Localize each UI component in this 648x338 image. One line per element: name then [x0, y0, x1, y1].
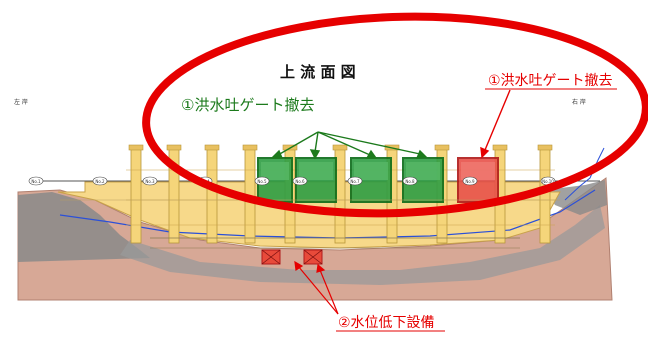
pier-mark-label: No.8: [405, 179, 415, 184]
pier-cap: [166, 144, 182, 151]
gate-panel: [406, 162, 440, 180]
pier: [206, 147, 218, 244]
grey-foundation-left: [18, 192, 150, 262]
red-arrow: [480, 89, 511, 159]
pier-mark: [292, 176, 308, 186]
pier-mark-label: No.3: [145, 179, 155, 184]
pier-cap: [332, 144, 348, 151]
gate-panel: [299, 162, 333, 180]
gates: [257, 157, 499, 203]
grey-foundation-bottom: [120, 205, 605, 285]
pier-mark: [28, 176, 44, 186]
water-level-lowering-label: ②水位低下設備: [338, 315, 435, 331]
highlight-ellipse: [142, 12, 648, 218]
left-bank-mark: 左 岸: [14, 98, 28, 106]
pier-mark: [402, 176, 418, 186]
pier-mark: [254, 176, 270, 186]
water-level-lowering-boxes: [261, 249, 323, 265]
gate-panel: [354, 162, 388, 180]
pier-cap: [128, 144, 144, 151]
lowering-arrows: [294, 260, 339, 315]
pier-mark: [92, 176, 108, 186]
pier: [130, 147, 142, 244]
pier-mark-label: No.5: [257, 179, 267, 184]
pier-cap: [434, 144, 450, 151]
drawing-title: 上 流 面 図: [280, 63, 356, 81]
pier-mark-label: No.6: [295, 179, 305, 184]
grey-foundation-right: [545, 180, 607, 215]
pier-mark: [347, 176, 363, 186]
pier-cap: [204, 144, 220, 151]
pier-cap: [242, 144, 258, 151]
pier-mark-label: No.2: [95, 179, 105, 184]
pier-mark-label: No.10: [542, 179, 554, 184]
pier-mark-label: No.9: [465, 179, 475, 184]
pier-mark-label: No.7: [350, 179, 360, 184]
gate-removal-label-center: ①洪水吐ゲート撤去: [181, 96, 314, 114]
pier-mark: [462, 176, 478, 186]
pier-mark-label: No.1: [31, 179, 41, 184]
pier-cap: [492, 144, 508, 151]
right-bank-mark: 右 岸: [572, 98, 586, 106]
gate-removal-label-right: ①洪水吐ゲート撤去: [488, 73, 613, 89]
pier: [539, 147, 551, 244]
right-bank-line: [564, 147, 605, 201]
green-arrows: [270, 131, 428, 160]
gate-panel: [461, 162, 495, 180]
pier-cap: [537, 144, 553, 151]
gate-panel: [261, 162, 289, 180]
lower-gallery: [60, 199, 560, 249]
pier-mark: [142, 176, 158, 186]
